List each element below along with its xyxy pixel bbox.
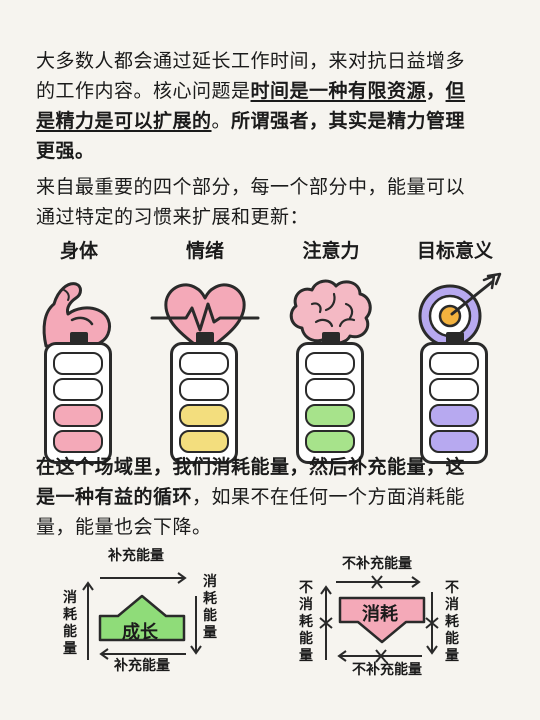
- battery-case: [170, 342, 238, 464]
- decline-down-arrow-icon: [338, 596, 426, 644]
- battery-cell-empty: [429, 352, 479, 375]
- battery-terminal: [322, 332, 340, 344]
- growth-up-arrow-icon: [98, 594, 186, 642]
- decline-top-label: 不补充能量: [342, 556, 412, 572]
- category-title: 目标意义: [416, 240, 493, 262]
- battery-case: [420, 342, 488, 464]
- intro-highlight-but: 但: [445, 80, 466, 102]
- intro-line-3: 是精力是可以扩展的。所谓强者，其实是精力管理: [36, 106, 510, 136]
- cycle-line-2: 是一种有益的循环，如果不在任何一个方面消耗能: [36, 482, 510, 512]
- battery-cell-filled: [179, 430, 229, 453]
- cycle-line-2-plain: ，如果不在任何一个方面消耗能: [192, 486, 466, 508]
- battery-cell-filled: [53, 404, 103, 427]
- decline-cycle-arrows: [319, 575, 439, 663]
- decline-center-label: 消耗: [362, 604, 398, 625]
- category-title: 注意力: [302, 240, 360, 262]
- category-title: 身体: [59, 240, 98, 262]
- intro-comma: ，: [426, 80, 446, 102]
- battery-cell-filled: [305, 404, 355, 427]
- decline-bottom-label: 不补充能量: [352, 662, 422, 678]
- category-title: 情绪: [185, 240, 224, 262]
- cycle-line-3: 量，能量也会下降。: [36, 516, 212, 538]
- parts-intro-line-1: 来自最重要的四个部分，每一个部分中，能量可以: [36, 176, 466, 198]
- intro-period: 。: [211, 110, 232, 132]
- parts-intro-line-2: 通过特定的习惯来扩展和更新：: [36, 206, 310, 228]
- battery-cell-empty: [53, 378, 103, 401]
- parts-intro-paragraph: 来自最重要的四个部分，每一个部分中，能量可以 通过特定的习惯来扩展和更新：: [36, 172, 510, 232]
- battery-cell-empty: [305, 352, 355, 375]
- battery-cell-filled: [429, 404, 479, 427]
- intro-highlight-energy: 是精力是可以扩展的: [36, 110, 212, 132]
- battery-cell-empty: [305, 378, 355, 401]
- target-arrow-icon: [418, 272, 502, 348]
- battery-terminal: [70, 332, 88, 344]
- battery-terminal: [196, 332, 214, 344]
- growth-left-label: 消耗能量: [63, 590, 77, 657]
- growth-top-label: 补充能量: [108, 548, 164, 564]
- growth-bottom-label: 补充能量: [114, 658, 170, 674]
- intro-line-2-plain: 的工作内容。核心问题是: [36, 80, 251, 102]
- intro-line-1: 大多数人都会通过延长工作时间，来对抗日益增多: [36, 50, 466, 72]
- battery-cell-filled: [305, 430, 355, 453]
- battery-cell-empty: [179, 378, 229, 401]
- growth-right-label: 消耗能量: [203, 574, 217, 641]
- heart-pulse-icon: [150, 283, 260, 354]
- battery-case: [296, 342, 364, 464]
- cycle-line-1: 在这个场域里，我们消耗能量，然后补充能量，这: [36, 456, 466, 478]
- cycle-highlight: 是一种有益的循环: [36, 486, 193, 508]
- battery-cell-filled: [53, 430, 103, 453]
- flexing-arm-icon: [42, 282, 112, 348]
- battery-cell-empty: [53, 352, 103, 375]
- growth-center-label: 成长: [122, 622, 158, 643]
- growth-cycle-arrows: [82, 572, 202, 660]
- battery-cell-filled: [179, 404, 229, 427]
- decline-right-label: 不消耗能量: [445, 580, 459, 664]
- battery-cell-filled: [429, 430, 479, 453]
- battery-cell-empty: [429, 378, 479, 401]
- intro-line-2: 的工作内容。核心问题是时间是一种有限资源，但: [36, 76, 510, 106]
- decline-cycle-diagram: 不补充能量 不补充能量 不消耗能量 不消耗能量 消耗: [296, 548, 466, 678]
- intro-line-4: 更强。: [36, 140, 95, 162]
- battery-terminal: [446, 332, 464, 344]
- intro-strong-people: 所谓强者，其实是精力管理: [231, 110, 466, 132]
- battery-cell-empty: [179, 352, 229, 375]
- cycle-paragraph: 在这个场域里，我们消耗能量，然后补充能量，这 是一种有益的循环，如果不在任何一个…: [36, 452, 510, 542]
- growth-cycle-diagram: 补充能量 补充能量 消耗能量 消耗能量 成长: [62, 548, 232, 678]
- decline-left-label: 不消耗能量: [299, 580, 313, 664]
- intro-paragraph: 大多数人都会通过延长工作时间，来对抗日益增多 的工作内容。核心问题是时间是一种有…: [36, 46, 510, 166]
- intro-highlight-time: 时间是一种有限资源: [250, 80, 427, 102]
- battery-case: [44, 342, 112, 464]
